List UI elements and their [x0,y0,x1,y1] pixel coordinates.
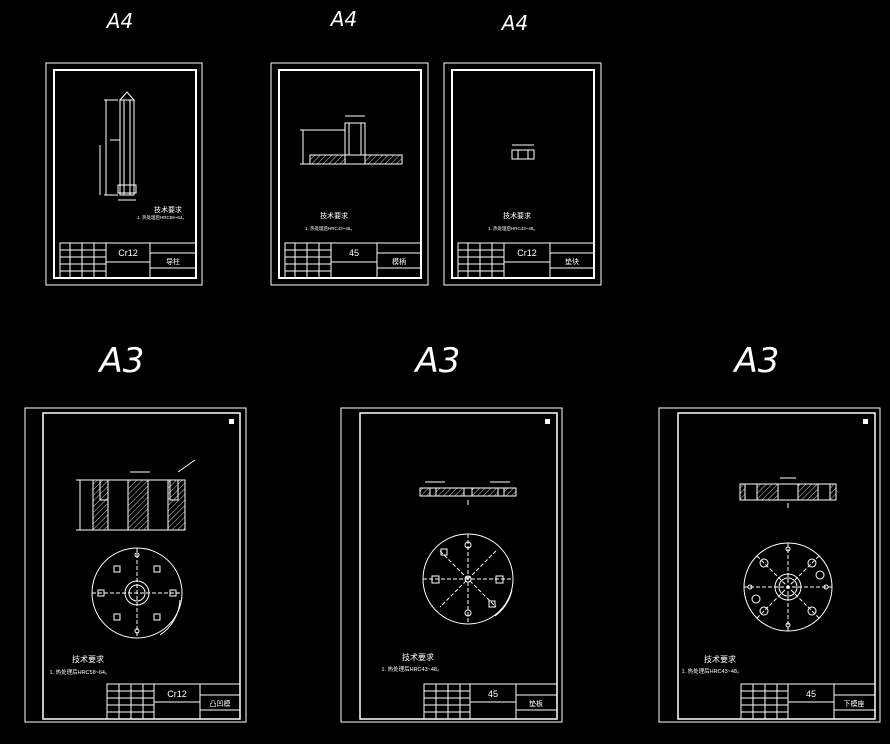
sheet-border [270,62,429,286]
title-block [284,242,422,279]
sheet-size-label: A3 [98,341,145,381]
title-block-material: 45 [349,248,359,258]
sheet-size-label: A3 [733,341,780,381]
part-view-lower-die-base-plan [743,542,833,632]
part-view-die-shank [300,115,403,165]
tech-req-line: 1. 热处理后HRC58~64。 [137,214,187,221]
tech-req-title: 技术要求 [704,654,736,664]
frame [359,412,558,720]
sheet-size-label: A4 [500,11,528,35]
sheet-a4-1[interactable]: A4 技术要求 1. 热处理后HRC58~64。 [45,9,203,286]
corner-mark [229,419,234,424]
tech-req-title: 技术要求 [402,652,434,662]
frame [53,69,197,279]
title-block-material: Cr12 [167,689,187,699]
sheet-a4-2[interactable]: A4 技术要求 1. 热处理后HRC43~48。 [270,7,429,286]
title-block-part-name: 模柄 [392,257,406,266]
title-block-part-name: 垫板 [529,699,543,708]
part-view-punch-die-plan [91,547,183,639]
part-view-punch-die-section [76,459,196,531]
corner-mark [863,419,868,424]
sheet-size-label: A3 [414,341,461,381]
sheet-a4-3[interactable]: A4 技术要求 1. 热处理后HRC43~48。 Cr12 垫块 [443,11,602,286]
sheet-border [24,407,247,723]
part-view-backing-plate-section [419,481,517,505]
corner-mark [545,419,550,424]
tech-req-title: 技术要求 [72,654,104,664]
sheet-a3-2[interactable]: A3 技术要求 1. 热处理后HR [340,341,563,723]
part-view-guide-pillar [99,91,137,201]
title-block-part-name: 下模座 [844,699,865,708]
tech-req-title: 技术要求 [503,211,531,220]
frame [278,69,422,279]
title-block-part-name: 垫块 [565,257,579,266]
sheet-border [45,62,203,286]
sheet-a3-3[interactable]: A3 [658,341,881,723]
tech-req-line: 1. 热处理后HRC43~48。 [305,225,355,232]
title-block-material: 45 [488,689,498,699]
title-block [740,683,876,720]
title-block [59,242,197,279]
part-view-lower-die-base-section [739,477,837,508]
sheet-border [443,62,602,286]
sheet-border [340,407,563,723]
frame [451,69,595,279]
title-block-part-name: 凸凹模 [210,699,231,708]
tech-req-line: 1. 热处理后HRC43~48。 [682,667,743,675]
sheet-border [658,407,881,723]
title-block-material: 45 [806,689,816,699]
tech-req-title: 技术要求 [320,211,348,220]
sheet-size-label: A4 [329,7,357,31]
tech-req-line: 1. 热处理后HRC43~48。 [382,665,443,673]
title-block [457,242,595,279]
tech-req-line: 1. 热处理后HRC58~64。 [50,668,111,676]
title-block-part-name: 导柱 [166,257,180,266]
title-block [423,683,558,720]
part-view-backing-plate-plan [422,533,514,625]
sheet-a3-1[interactable]: A3 [24,341,247,723]
tech-req-line: 1. 热处理后HRC43~48。 [488,225,538,232]
title-block-material: Cr12 [517,248,537,258]
sheet-size-label: A4 [105,9,133,33]
title-block [106,683,241,720]
tech-req-title: 技术要求 [154,205,182,214]
title-block-material: Cr12 [118,248,138,258]
part-view-spacer-block [511,144,535,160]
